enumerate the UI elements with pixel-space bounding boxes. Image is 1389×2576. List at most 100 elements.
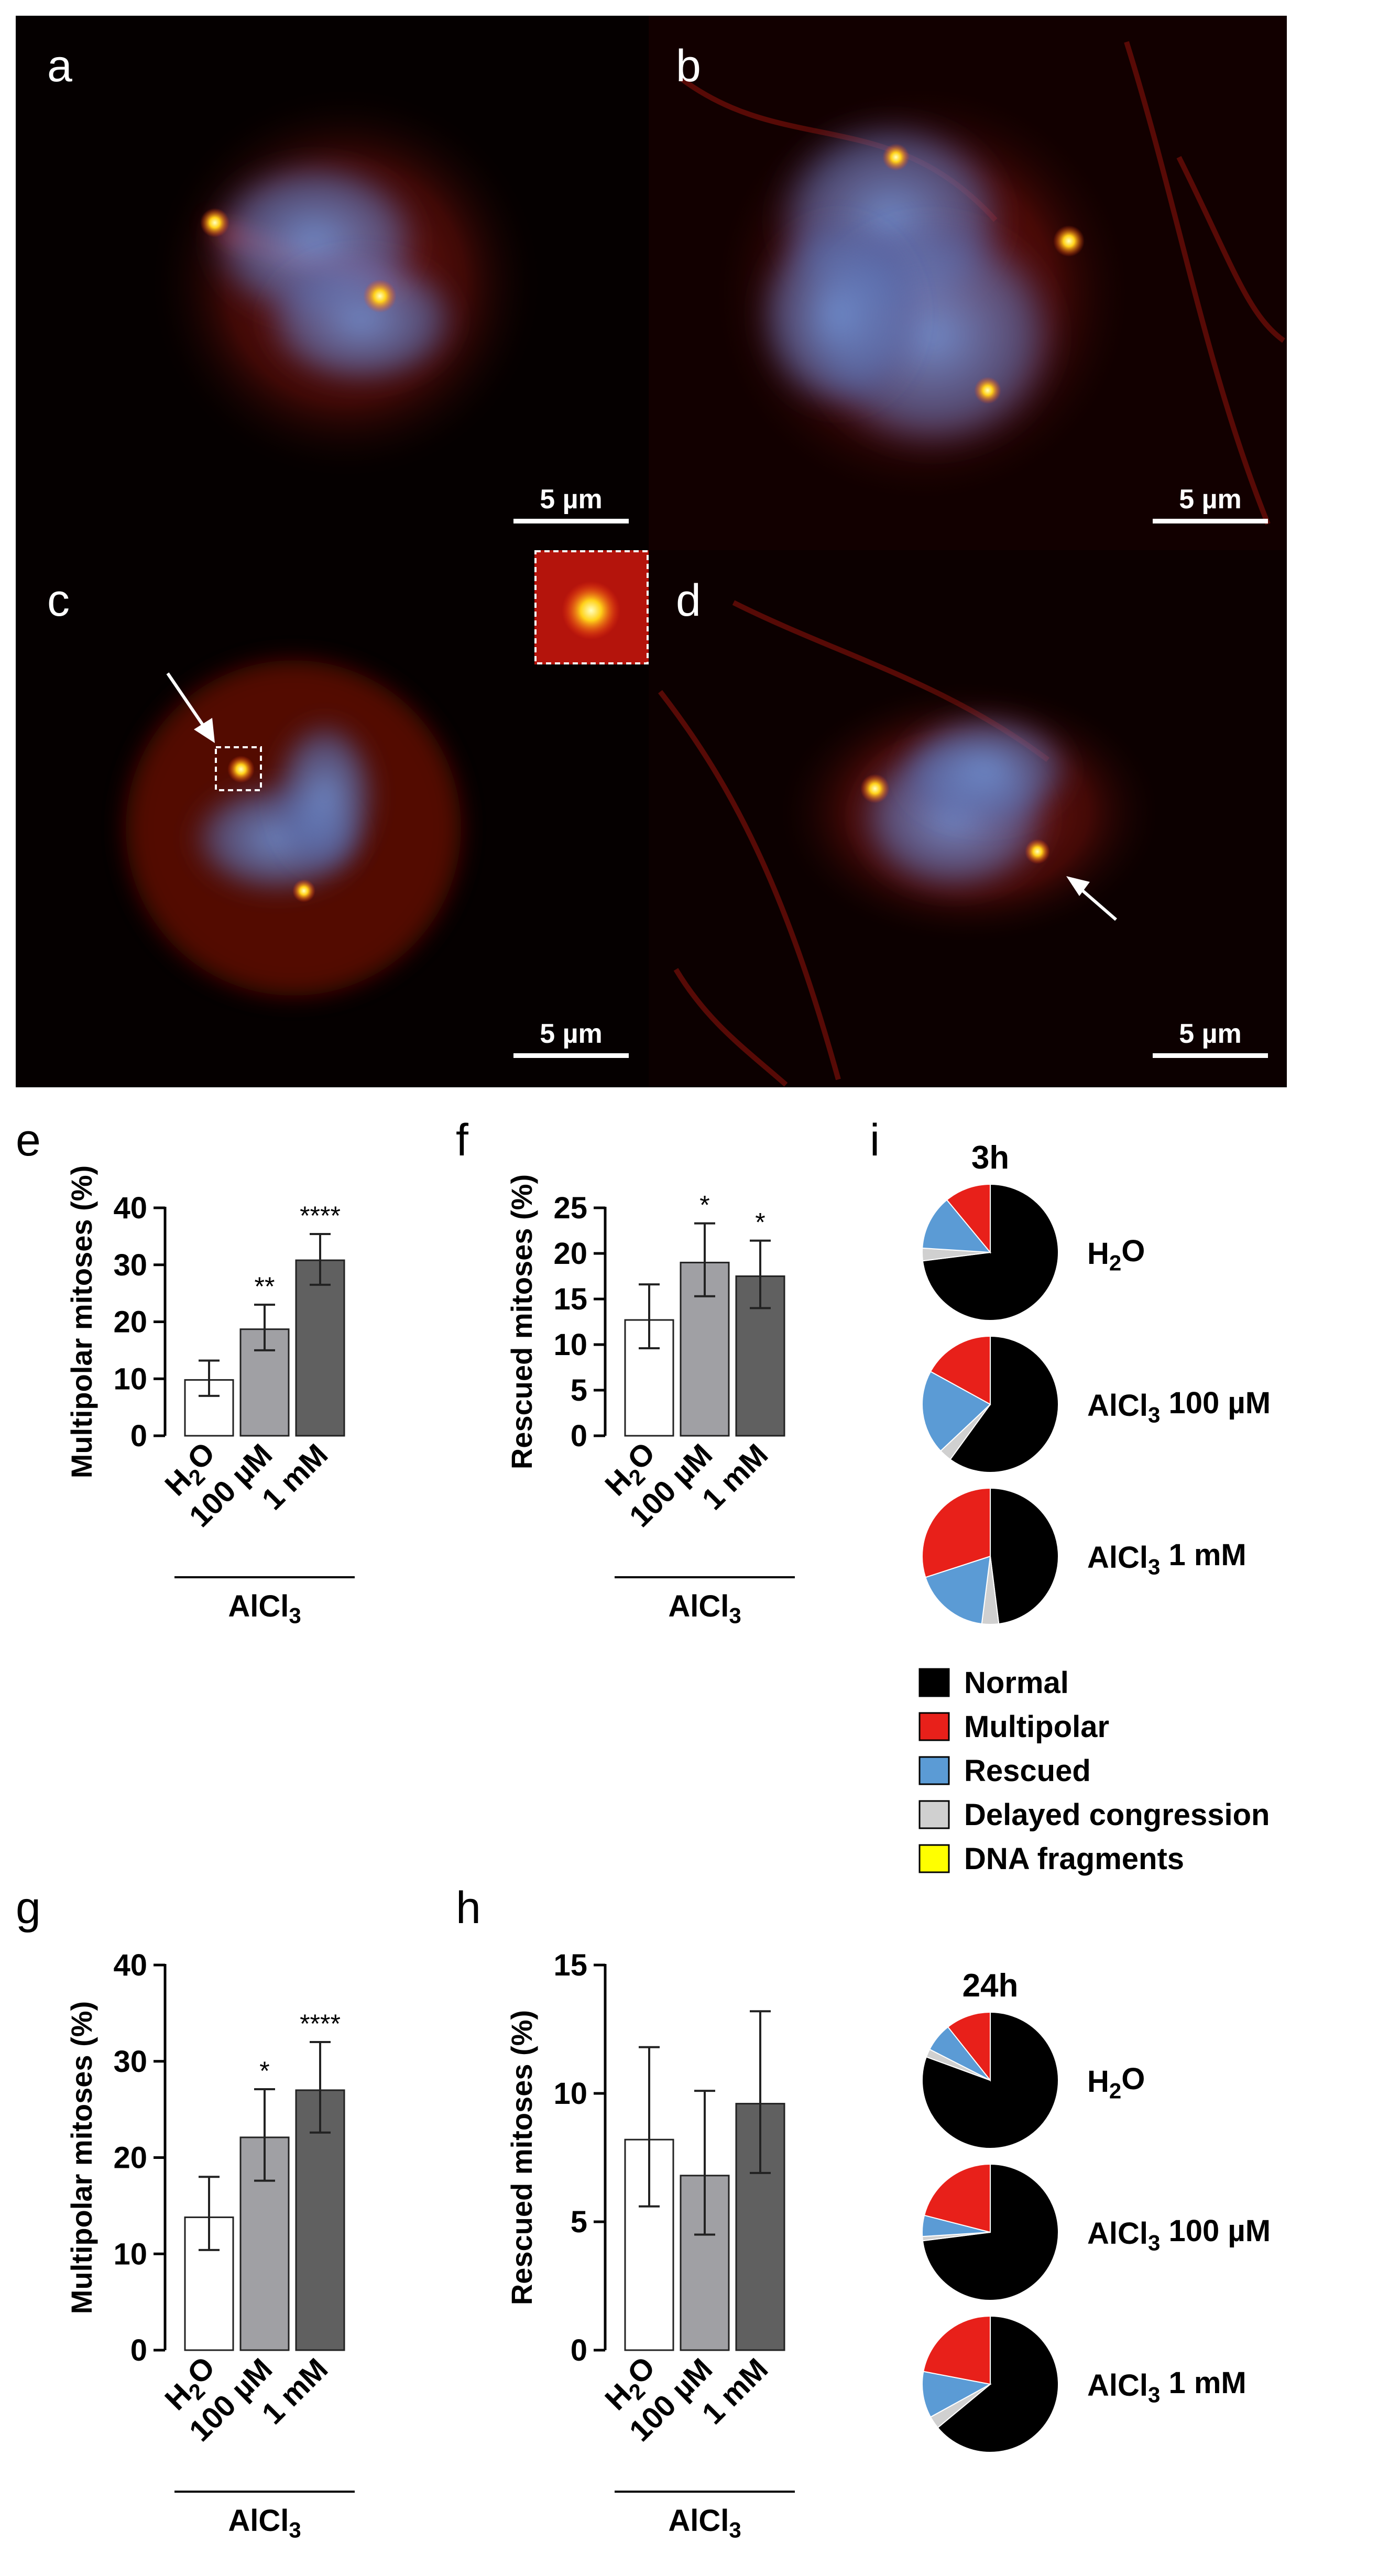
panel-letter-a: a xyxy=(47,41,72,91)
group-label: AlCl3 xyxy=(668,2504,741,2542)
bar xyxy=(184,1379,234,1437)
y-tick-label: 10 xyxy=(553,1328,587,1362)
legend-multipolar-label: Multipolar xyxy=(964,1710,1109,1744)
bar xyxy=(295,1259,345,1437)
pie-chart: AlCl3 100 µM xyxy=(922,2163,1271,2301)
pie-label: AlCl3 100 µM xyxy=(1087,1386,1271,1427)
legend-normal-label: Normal xyxy=(964,1666,1069,1700)
pie-slice xyxy=(937,2315,1059,2453)
y-axis-label: Rescued mitoses (%) xyxy=(505,2010,538,2305)
pie-chart: AlCl3 100 µM xyxy=(922,1335,1271,1473)
pie-slice xyxy=(922,1371,991,1452)
panel-letter-e: e xyxy=(16,1115,41,1165)
y-tick-label: 20 xyxy=(553,1237,587,1271)
significance-label: **** xyxy=(300,2009,341,2038)
panel-letter-c: c xyxy=(47,575,70,626)
pie-slice xyxy=(922,1199,992,1253)
pie-slice xyxy=(922,2011,1059,2149)
y-tick-label: 20 xyxy=(113,1305,147,1339)
legend-dna-swatch xyxy=(918,1844,950,1873)
y-tick-label: 10 xyxy=(553,2077,587,2111)
micrograph-c xyxy=(16,550,649,1087)
group-label: AlCl3 xyxy=(668,1589,741,1628)
significance-label: * xyxy=(755,1208,765,1237)
pie-chart: AlCl3 1 mM xyxy=(922,1487,1246,1625)
pie-slice xyxy=(923,2163,991,2233)
legend-rescued-label: Rescued xyxy=(964,1754,1091,1788)
pie-slice xyxy=(929,1335,991,1405)
y-tick-label: 0 xyxy=(571,2333,587,2367)
pie-slice xyxy=(947,2011,991,2082)
legend-rescued-swatch xyxy=(918,1756,950,1785)
micrograph-d xyxy=(649,550,1287,1087)
pie-label: AlCl3 100 µM xyxy=(1087,2214,1271,2255)
pie-slice xyxy=(922,1487,991,1578)
y-tick-label: 0 xyxy=(130,1419,147,1453)
pie-slice xyxy=(923,2315,991,2385)
pie-chart: AlCl3 1 mM xyxy=(922,2315,1246,2453)
y-tick-label: 30 xyxy=(113,2045,147,2079)
y-tick-label: 15 xyxy=(553,1282,587,1316)
y-tick-label: 25 xyxy=(553,1191,587,1225)
x-tick-label: 1 mM xyxy=(255,1437,334,1516)
y-tick-label: 10 xyxy=(113,1362,147,1396)
svg-text:5 µm: 5 µm xyxy=(1179,1019,1242,1049)
y-tick-label: 40 xyxy=(113,1948,147,1982)
significance-label: **** xyxy=(300,1201,341,1230)
y-tick-label: 40 xyxy=(113,1191,147,1225)
pie-slice xyxy=(922,2371,992,2418)
pie-group-title: 3h xyxy=(971,1140,1009,1176)
y-tick-label: 10 xyxy=(113,2237,147,2271)
svg-text:5 µm: 5 µm xyxy=(1179,484,1242,515)
y-tick-label: 5 xyxy=(571,1373,587,1407)
svg-text:5 µm: 5 µm xyxy=(540,1019,603,1049)
micrograph-b xyxy=(649,16,1287,550)
pie-slice xyxy=(925,1555,991,1625)
y-axis-label: Multipolar mitoses (%) xyxy=(65,1165,98,1478)
scale-bar-b: 5 µm xyxy=(1153,484,1268,523)
legend-delayed-swatch xyxy=(918,1800,950,1829)
pie-chart: H2O xyxy=(922,2011,1145,2149)
pie-slice xyxy=(949,1335,1059,1473)
y-tick-label: 15 xyxy=(553,1948,587,1982)
y-tick-label: 5 xyxy=(571,2205,587,2239)
legend-dna-label: DNA fragments xyxy=(964,1842,1184,1876)
significance-label: * xyxy=(259,2056,269,2086)
pie-label: H2O xyxy=(1087,2062,1145,2103)
legend-normal-swatch xyxy=(918,1668,950,1697)
panel-letter-h: h xyxy=(456,1883,481,1933)
panel-letter-b: b xyxy=(676,41,701,91)
pie-slice xyxy=(990,1487,1059,1625)
pie-label: AlCl3 1 mM xyxy=(1087,1538,1246,1579)
y-axis-label: Rescued mitoses (%) xyxy=(505,1174,538,1469)
y-tick-label: 20 xyxy=(113,2141,147,2175)
y-tick-label: 0 xyxy=(130,2333,147,2367)
significance-label: * xyxy=(699,1191,709,1220)
svg-text:5 µm: 5 µm xyxy=(540,484,603,515)
y-tick-label: 0 xyxy=(571,1419,587,1453)
significance-label: ** xyxy=(255,1272,275,1301)
panel-letter-d: d xyxy=(676,575,701,626)
panel-letter-g: g xyxy=(16,1883,41,1933)
pie-label: H2O xyxy=(1087,1234,1145,1275)
x-tick-label: 1 mM xyxy=(695,2352,774,2431)
pie-slice xyxy=(946,1183,991,1254)
x-tick-label: 1 mM xyxy=(255,2352,334,2431)
panel-letter-i: i xyxy=(870,1115,880,1165)
scale-bar-a: 5 µm xyxy=(513,484,629,523)
y-tick-label: 30 xyxy=(113,1248,147,1282)
bar xyxy=(735,2103,785,2351)
y-axis-label: Multipolar mitoses (%) xyxy=(65,2001,98,2314)
group-label: AlCl3 xyxy=(228,2504,301,2542)
group-label: AlCl3 xyxy=(228,1589,301,1628)
pie-chart: H2O xyxy=(922,1183,1145,1321)
